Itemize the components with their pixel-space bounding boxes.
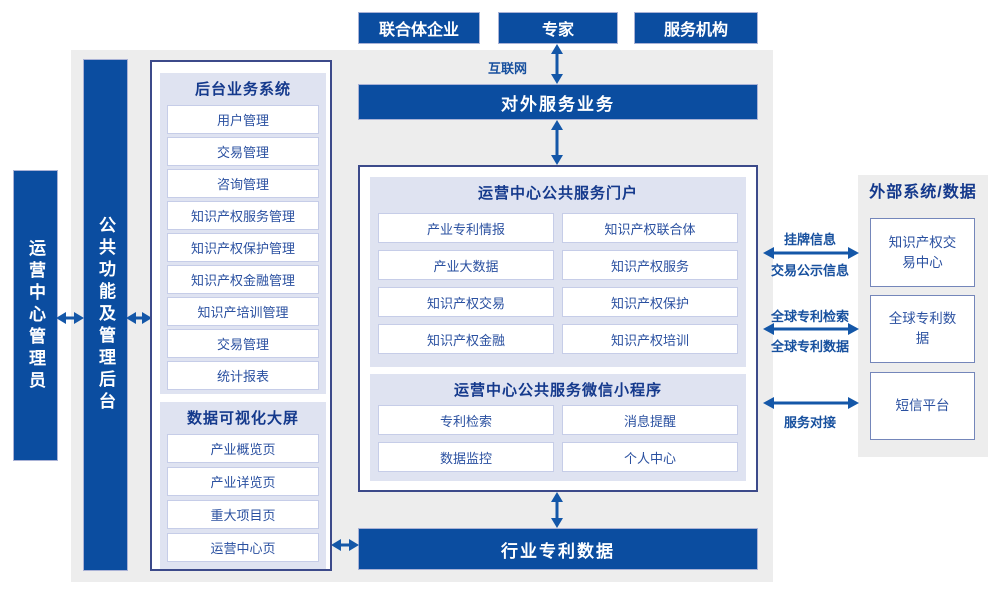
portal-panel: 运营中心公共服务门户 产业专利情报 知识产权联合体 产业大数据 知识产权服务 知… (370, 177, 746, 367)
dashboard-item: 重大项目页 (167, 500, 319, 529)
backstage-item: 交易管理 (167, 137, 319, 166)
dashboard-panel: 数据可视化大屏 产业概览页 产业详览页 重大项目页 运营中心页 (160, 402, 326, 569)
double-arrow-horizontal-icon (763, 247, 859, 259)
dashboard-item: 产业详览页 (167, 467, 319, 496)
backstage-item: 用户管理 (167, 105, 319, 134)
node-operation-center-admin: 运营中心管理员 (13, 170, 58, 461)
miniprogram-panel: 运营中心公共服务微信小程序 专利检索 消息提醒 数据监控 个人中心 (370, 374, 746, 481)
backstage-item: 知识产权保护管理 (167, 233, 319, 262)
link-label-global-patent-data: 全球专利数据 (770, 339, 849, 354)
dashboard-title: 数据可视化大屏 (186, 410, 299, 427)
double-arrow-horizontal-icon (126, 312, 152, 324)
node-service-agencies: 服务机构 (634, 12, 758, 44)
miniprogram-item: 数据监控 (378, 442, 554, 472)
miniprogram-items: 专利检索 消息提醒 数据监控 个人中心 (370, 403, 746, 472)
backstage-item: 知识产培训管理 (167, 297, 319, 326)
portal-item: 知识产权交易 (378, 287, 554, 317)
miniprogram-item: 专利检索 (378, 405, 554, 435)
backstage-title: 后台业务系统 (194, 81, 291, 98)
double-arrow-vertical-icon (551, 44, 563, 84)
link-label-trade-publicity-info: 交易公示信息 (770, 263, 849, 278)
portal-title: 运营中心公共服务门户 (477, 185, 638, 202)
node-industry-patent-data: 行业专利数据 (358, 528, 758, 570)
dashboard-items: 产业概览页 产业详览页 重大项目页 运营中心页 (160, 431, 326, 566)
node-consortium-enterprises: 联合体企业 (358, 12, 480, 44)
double-arrow-vertical-icon (551, 120, 563, 165)
external-systems-title: 外部系统/数据 (869, 184, 977, 201)
node-external-service-business: 对外服务业务 (358, 84, 758, 120)
operation-center-box: 运营中心公共服务门户 产业专利情报 知识产权联合体 产业大数据 知识产权服务 知… (358, 165, 758, 492)
miniprogram-item: 个人中心 (562, 442, 738, 472)
link-label-global-patent-search: 全球专利检索 (770, 309, 849, 324)
backstage-panel: 后台业务系统 用户管理 交易管理 咨询管理 知识产权服务管理 知识产权保护管理 … (160, 73, 326, 394)
portal-item: 知识产权保护 (562, 287, 738, 317)
portal-item: 知识产权金融 (378, 324, 554, 354)
node-experts: 专家 (498, 12, 618, 44)
portal-item: 知识产权联合体 (562, 213, 738, 243)
dashboard-item: 产业概览页 (167, 434, 319, 463)
node-public-function-backend: 公共功能及管理后台 (83, 59, 128, 571)
double-arrow-horizontal-icon (763, 397, 859, 409)
link-label-service-docking: 服务对接 (783, 415, 836, 430)
miniprogram-item: 消息提醒 (562, 405, 738, 435)
backstage-item: 咨询管理 (167, 169, 319, 198)
backstage-item: 统计报表 (167, 361, 319, 390)
internet-label: 互联网 (487, 61, 527, 76)
backstage-item: 知识产权服务管理 (167, 201, 319, 230)
miniprogram-title: 运营中心公共服务微信小程序 (453, 382, 662, 399)
double-arrow-horizontal-icon (763, 323, 859, 335)
external-system-ip-trade-center: 知识产权交易中心 (870, 218, 975, 287)
external-system-global-patent-data: 全球专利数据 (870, 295, 975, 363)
double-arrow-horizontal-icon (56, 312, 84, 324)
external-system-sms-platform: 短信平台 (870, 372, 975, 440)
dashboard-item: 运营中心页 (167, 533, 319, 562)
portal-item: 产业专利情报 (378, 213, 554, 243)
portal-item: 产业大数据 (378, 250, 554, 280)
double-arrow-horizontal-icon (331, 539, 359, 551)
backstage-item: 交易管理 (167, 329, 319, 358)
backstage-item: 知识产权金融管理 (167, 265, 319, 294)
external-systems-panel: 外部系统/数据 知识产权交易中心 全球专利数据 短信平台 (858, 175, 988, 457)
backstage-dashboard-box: 后台业务系统 用户管理 交易管理 咨询管理 知识产权服务管理 知识产权保护管理 … (150, 60, 332, 571)
portal-items: 产业专利情报 知识产权联合体 产业大数据 知识产权服务 知识产权交易 知识产权保… (370, 206, 746, 354)
double-arrow-vertical-icon (551, 492, 563, 528)
portal-item: 知识产权服务 (562, 250, 738, 280)
backstage-items: 用户管理 交易管理 咨询管理 知识产权服务管理 知识产权保护管理 知识产权金融管… (160, 102, 326, 393)
link-label-listing-info: 挂牌信息 (783, 232, 836, 247)
portal-item: 知识产权培训 (562, 324, 738, 354)
